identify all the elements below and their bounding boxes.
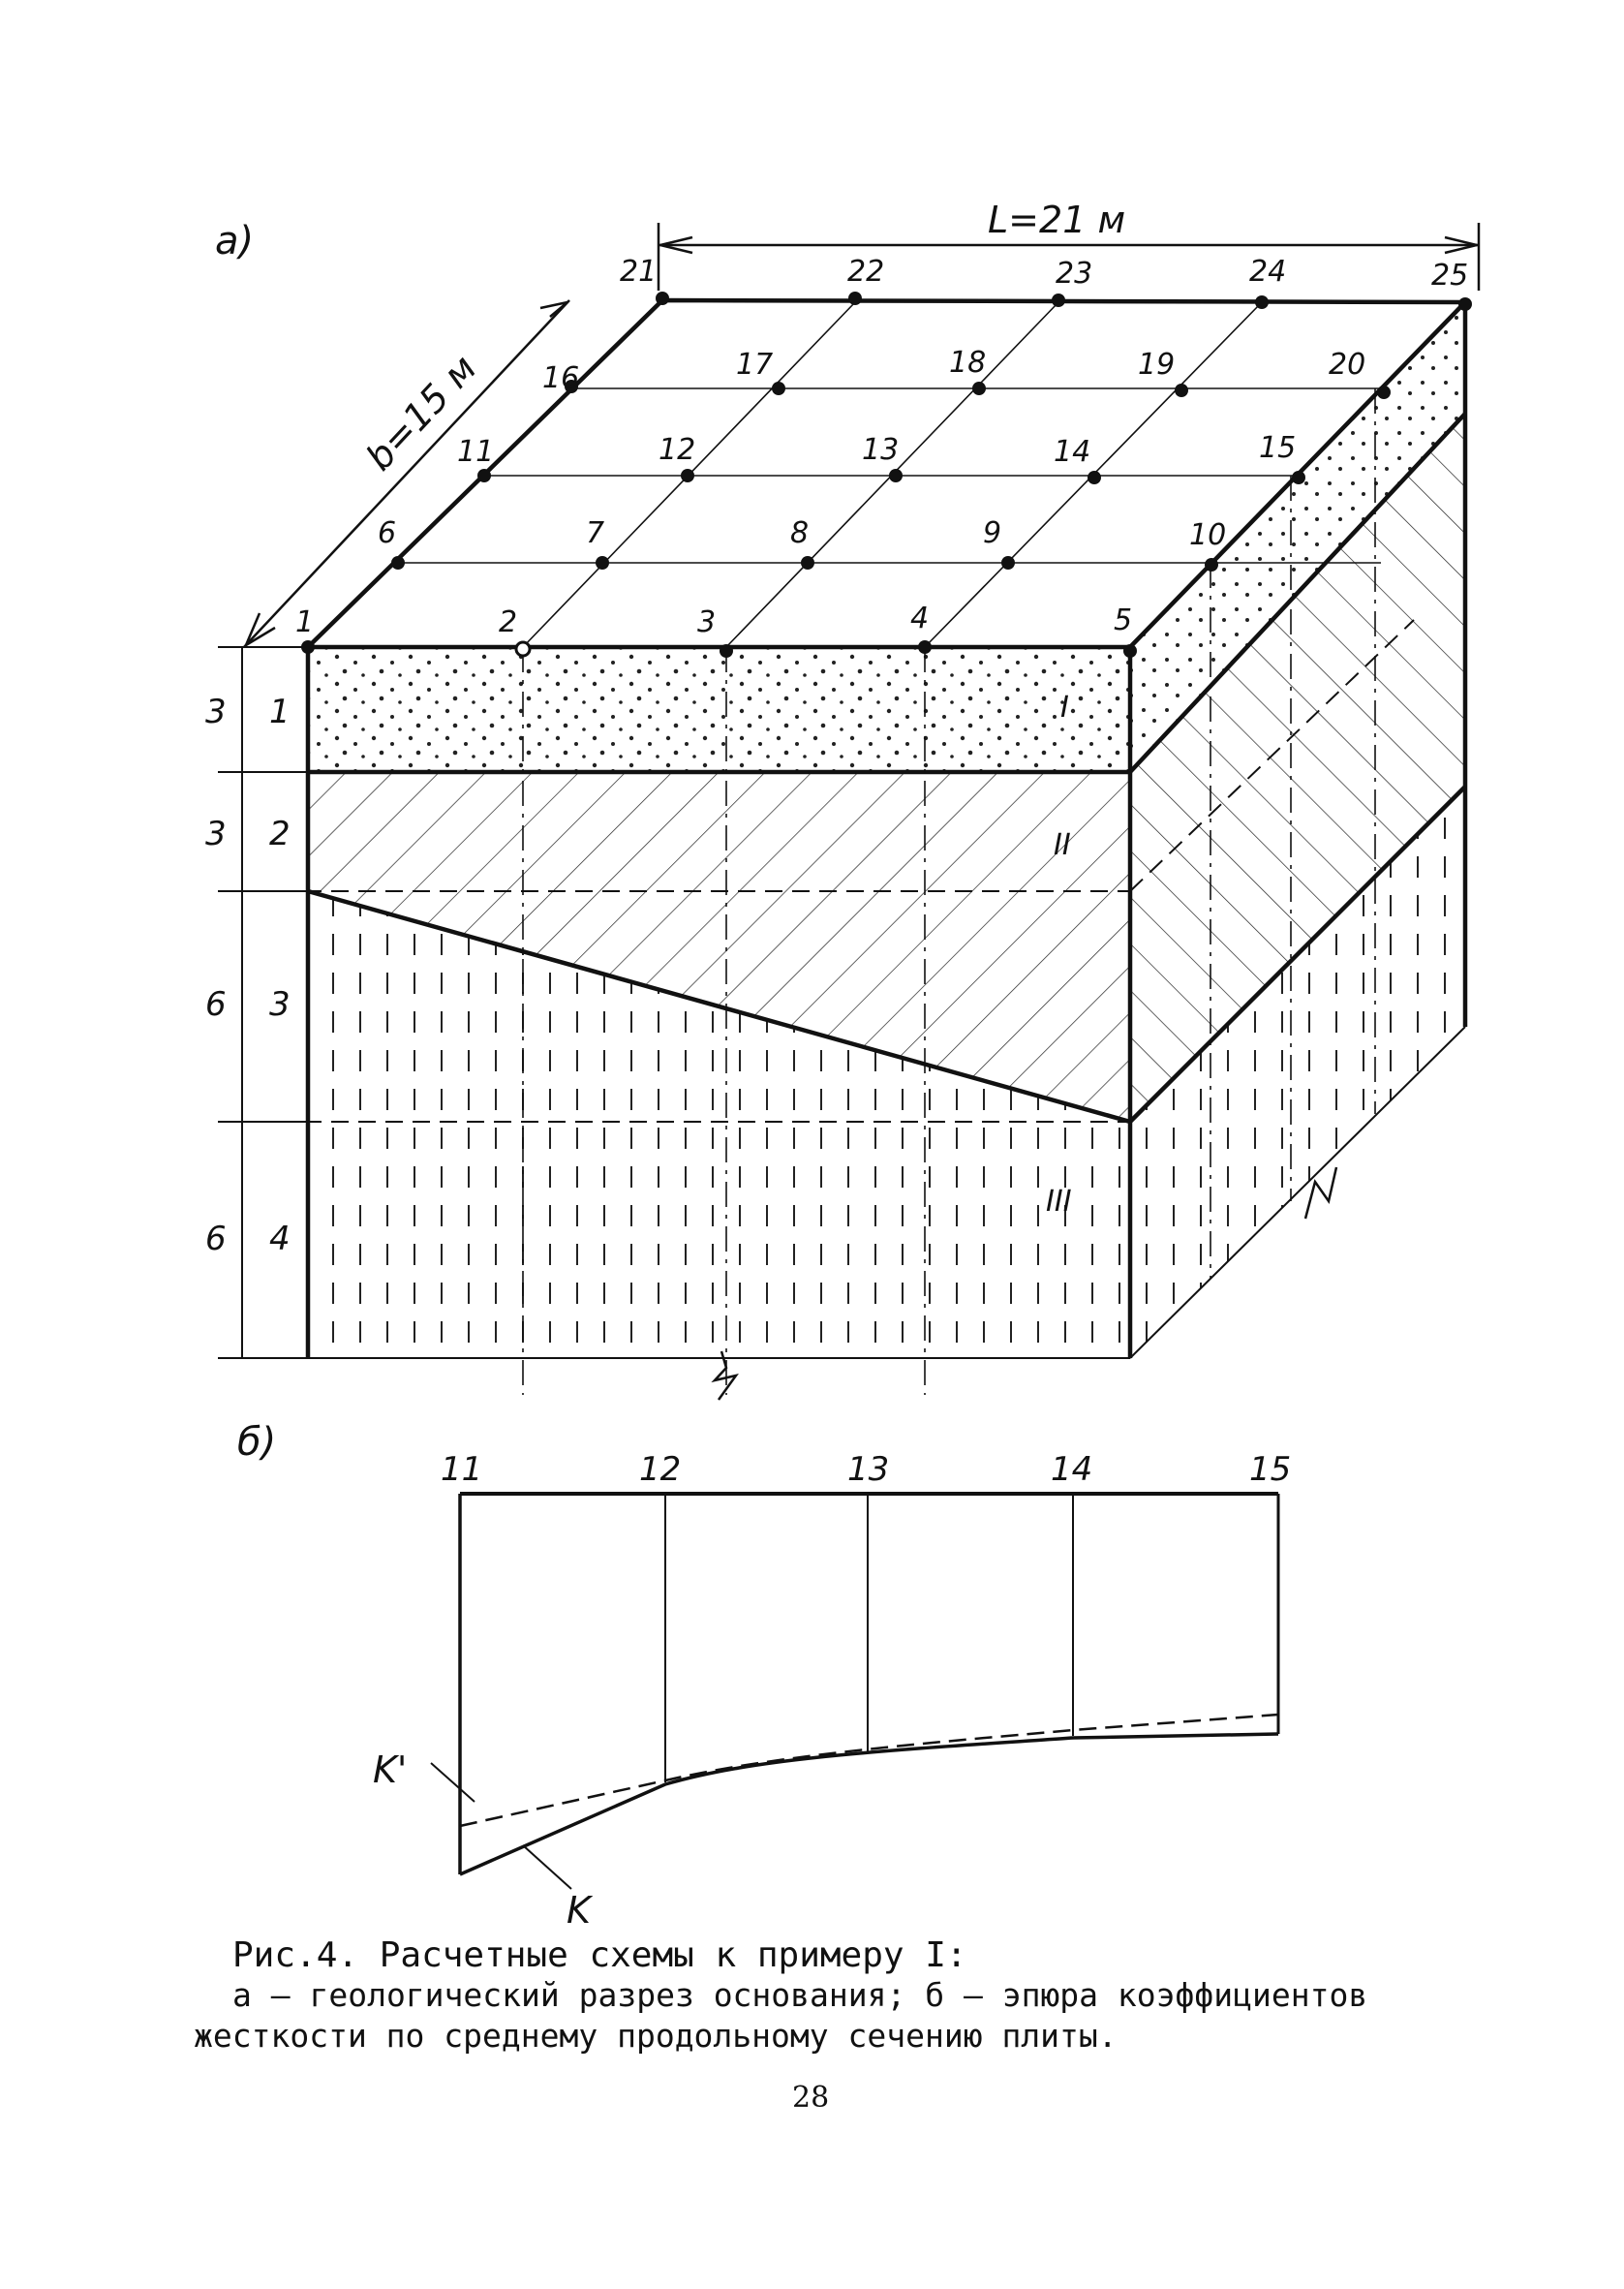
depth-label-4: 6 <box>205 1220 227 1258</box>
curve-label-k-prime: K' <box>373 1748 407 1791</box>
depth-label-1: 3 <box>205 693 227 731</box>
node-label: 9 <box>983 516 1001 550</box>
block-bottom-edges <box>308 1026 1466 1359</box>
stiffness-diagram <box>430 1492 1280 1890</box>
caption-line-1: Рис.4. Расчетные схемы к примеру I: <box>232 1935 967 1975</box>
depth-axis <box>218 646 308 1359</box>
node-label: 2 <box>499 605 517 639</box>
side-top-fill <box>1130 302 1465 772</box>
node-label: 16 <box>542 361 579 395</box>
node-label: 4 <box>910 602 929 635</box>
node-label: 14 <box>1054 435 1090 469</box>
section-node-label: 15 <box>1249 1450 1291 1489</box>
panel-a-label: а) <box>215 219 254 263</box>
caption-line-2: а – геологический разрез основания; б – … <box>232 1976 1368 2014</box>
layer-1-front-fill <box>308 647 1130 772</box>
node-label: 7 <box>586 516 604 550</box>
mesh-node-dots <box>301 292 1472 658</box>
layer-boundaries <box>223 619 1466 1123</box>
soil-label-2: II <box>1054 828 1071 862</box>
node-label: 25 <box>1431 259 1468 293</box>
dimension-width <box>243 299 570 649</box>
length-label: L=21 м <box>988 199 1125 241</box>
break-marks <box>711 1166 1338 1401</box>
node-label: 18 <box>949 346 986 380</box>
soil-label-3: III <box>1046 1185 1072 1219</box>
node-label: 12 <box>659 433 695 467</box>
section-node-label: 12 <box>639 1450 681 1489</box>
node-label: 17 <box>736 348 773 382</box>
curve-k <box>459 1732 1279 1876</box>
node-label: 11 <box>457 435 494 469</box>
side-layer3-fill <box>1130 787 1465 1358</box>
panel-a: а) L=21 м b=15 м <box>205 199 1481 1401</box>
node-label: 5 <box>1114 603 1132 637</box>
curve-k-prime <box>459 1713 1279 1828</box>
soil-label-1: I <box>1060 691 1069 725</box>
node-label: 23 <box>1056 257 1092 291</box>
layer-number-1: 1 <box>269 693 291 731</box>
node-label: 1 <box>295 605 314 639</box>
node-label: 22 <box>847 255 884 289</box>
side-layer2-fill <box>1130 414 1465 1122</box>
mesh-node-labels: 21 22 23 24 25 16 17 18 19 20 11 12 13 1… <box>295 255 1468 639</box>
layer-numbers: 1 2 3 4 <box>269 693 291 1258</box>
page-number: 28 <box>792 2081 830 2115</box>
depth-label-2: 3 <box>205 815 227 853</box>
section-node-label: 11 <box>441 1450 482 1489</box>
layer-number-3: 3 <box>269 985 291 1024</box>
section-node-label: 14 <box>1051 1450 1092 1489</box>
dimension-length <box>657 223 1481 291</box>
section-node-label: 13 <box>847 1450 889 1489</box>
node-label: 19 <box>1138 348 1175 382</box>
layer-number-4: 4 <box>269 1220 291 1258</box>
node-label: 10 <box>1189 518 1226 552</box>
node-label: 20 <box>1329 348 1365 382</box>
node-label: 21 <box>620 255 657 289</box>
node-label: 15 <box>1259 431 1296 465</box>
node-label: 6 <box>378 516 396 550</box>
depth-label-3: 6 <box>205 985 227 1024</box>
caption-line-3: жесткости по среднему продольному сечени… <box>194 2017 1118 2055</box>
section-lines <box>522 388 1376 1395</box>
panel-b: б) 11 12 13 14 15 K' K <box>237 1420 1291 1932</box>
node-label: 3 <box>697 605 716 639</box>
node-label: 24 <box>1249 255 1286 289</box>
soil-labels: I II III <box>1046 691 1072 1219</box>
node-label: 8 <box>790 516 809 550</box>
curve-label-k: K <box>567 1889 594 1932</box>
panel-b-label: б) <box>237 1420 276 1465</box>
depth-labels: 3 3 6 6 <box>205 693 227 1258</box>
node-label: 13 <box>862 433 899 467</box>
layer-number-2: 2 <box>269 815 291 853</box>
